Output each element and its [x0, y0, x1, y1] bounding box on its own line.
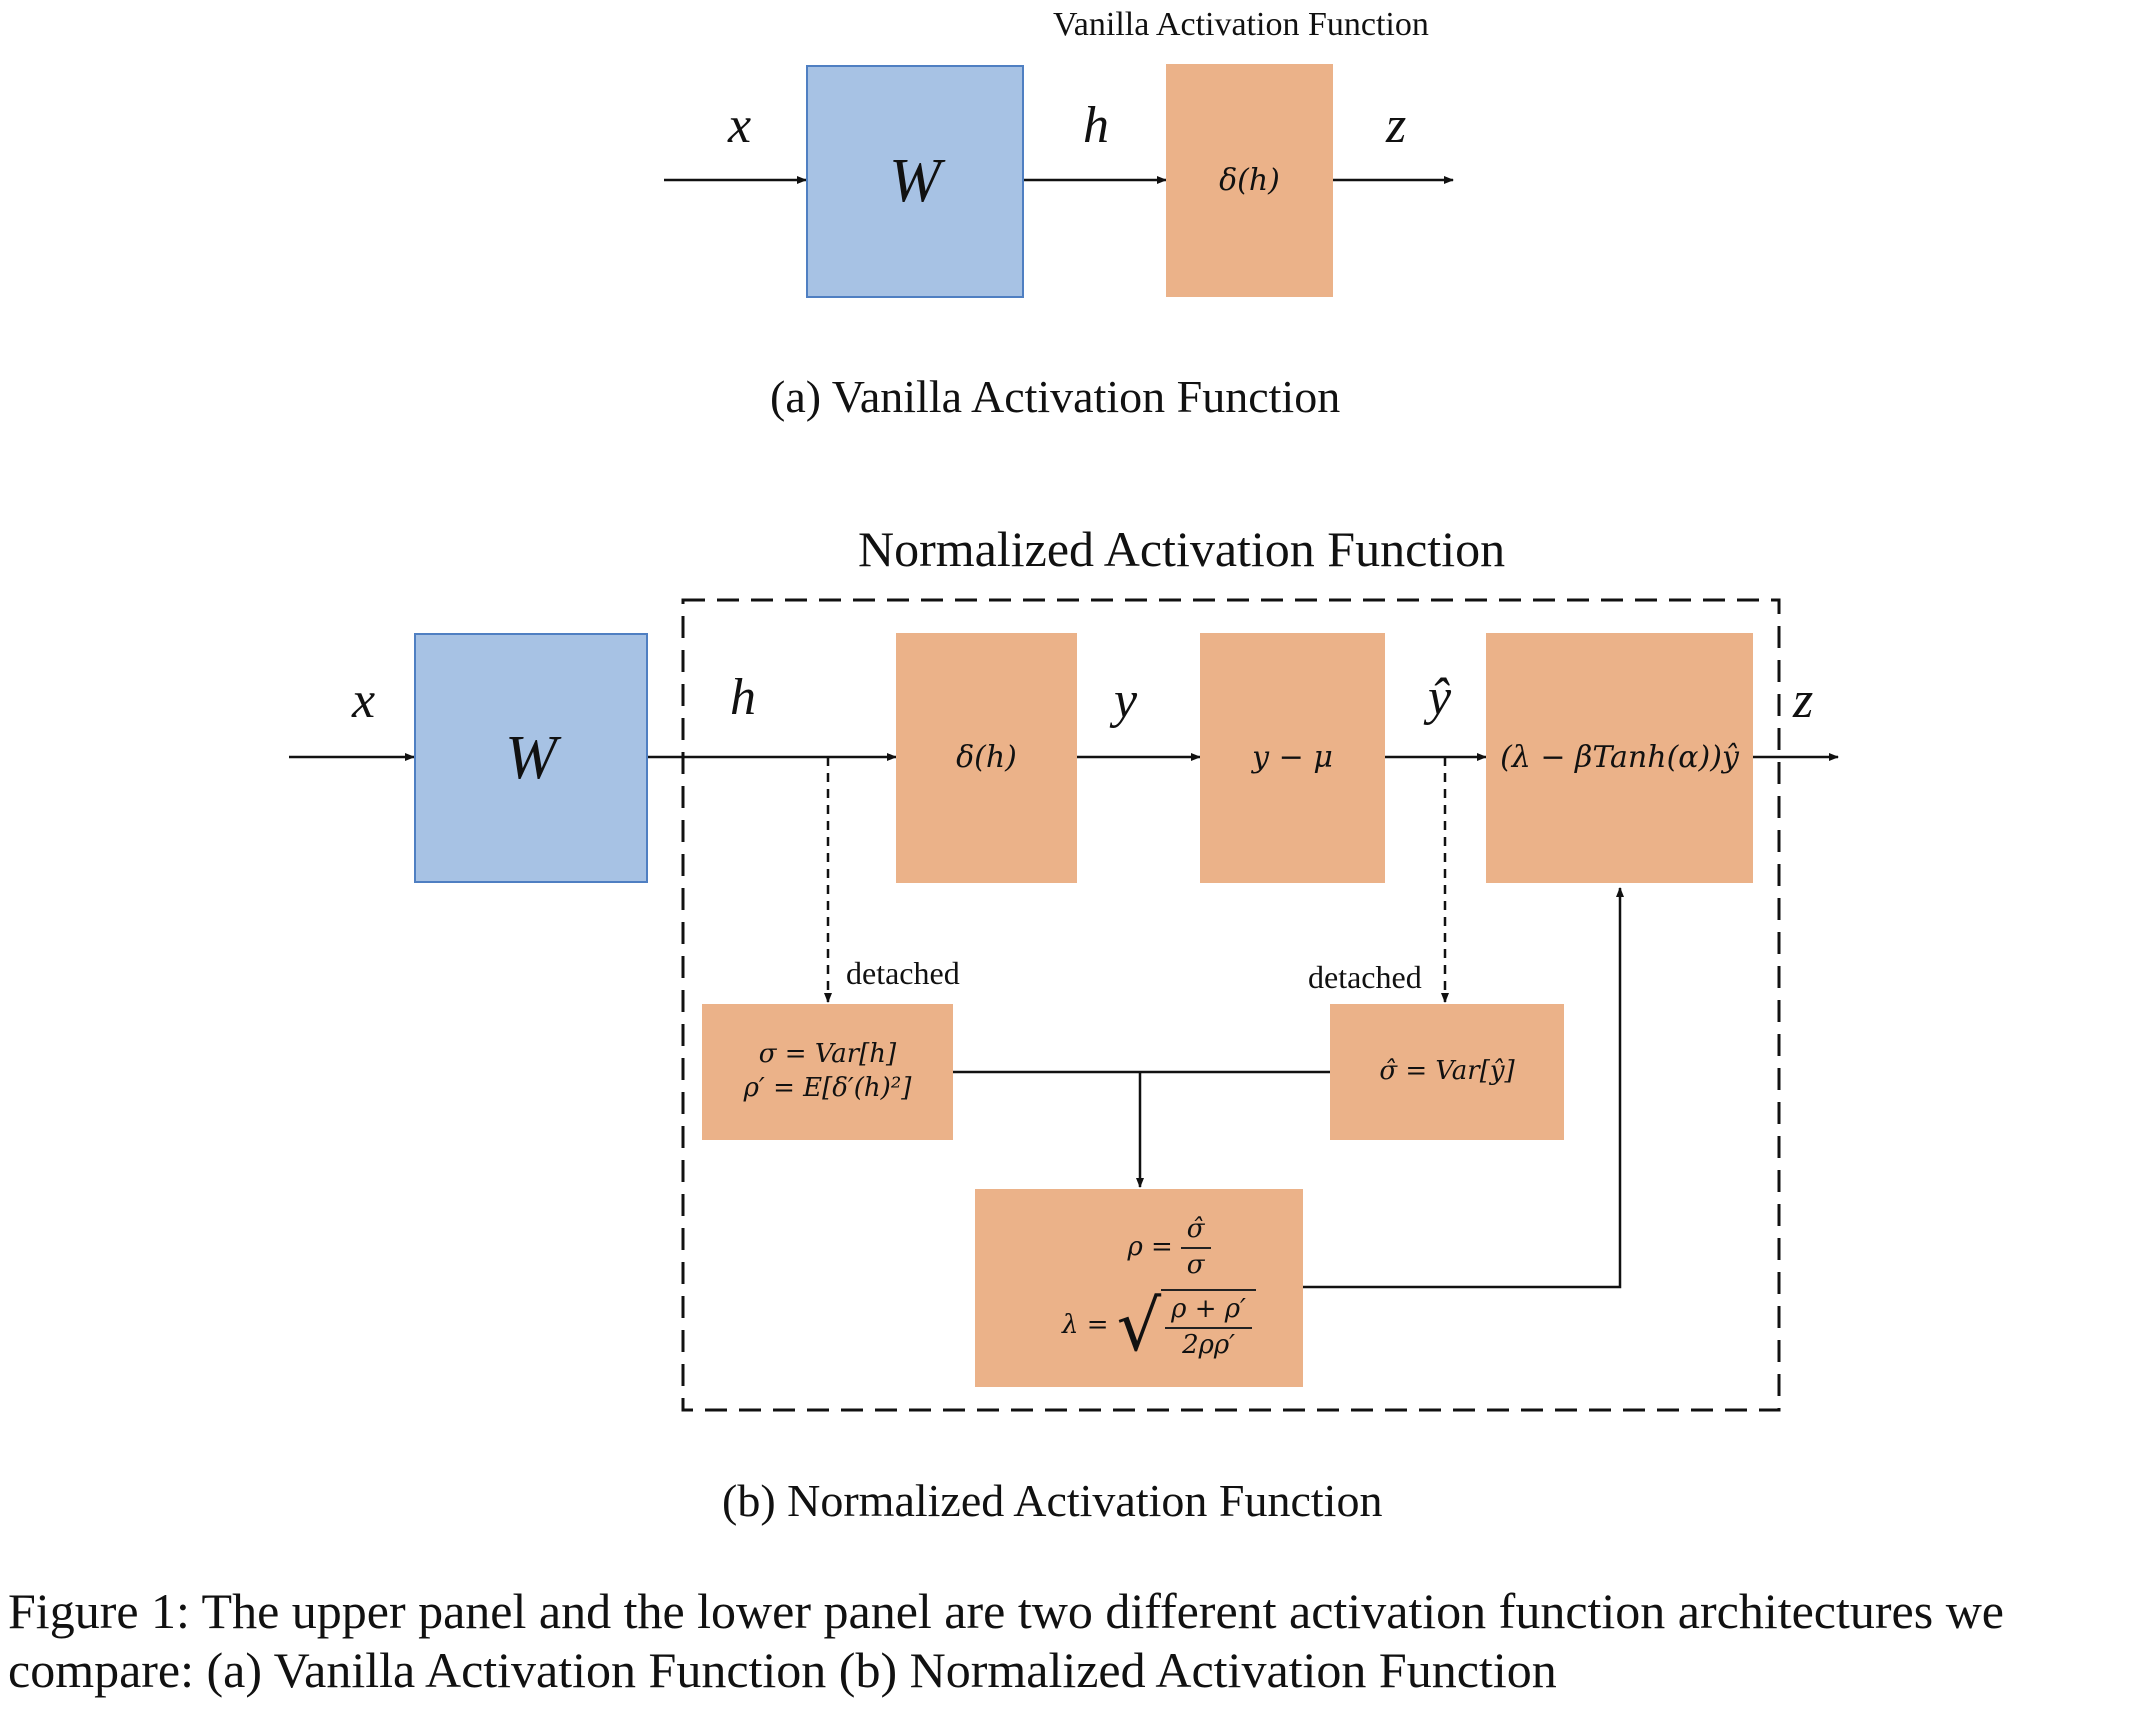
panel-a-output-label: z	[1386, 97, 1407, 154]
normalized-frame	[681, 598, 1781, 1412]
panel-b-center-block: y − μ	[1200, 633, 1385, 883]
sqrt-sign-icon: √	[1116, 1284, 1162, 1367]
panel-b-activated-label: y	[1114, 672, 1138, 729]
panel-a-activation-label: δ(h)	[1219, 162, 1280, 198]
panel-a-weight-label: W	[889, 147, 941, 215]
panel-b-center-label: y − μ	[1252, 740, 1333, 776]
lambda-sqrt: √ ρ + ρ′ 2ρρ′	[1117, 1289, 1256, 1363]
panel-b-input-label: x	[352, 672, 376, 729]
detached-label-left: detached	[846, 955, 960, 991]
panel-a-activation-block: δ(h)	[1166, 64, 1333, 297]
stats-variance-h: σ = Var[h]	[758, 1039, 897, 1070]
panel-a-hidden-label: h	[1083, 97, 1109, 154]
detached-label-right: detached	[1308, 959, 1422, 995]
panel-b-weight-label: W	[505, 723, 557, 792]
panel-b-output-label: z	[1793, 672, 1814, 729]
panel-a-caption: (a) Vanilla Activation Function	[770, 371, 1341, 422]
figure-caption-line1: Figure 1: The upper panel and the lower …	[8, 1583, 2004, 1639]
rho-fraction: σ̂ σ	[1180, 1213, 1211, 1283]
stats-block-right: σ̂ = Var[ŷ]	[1330, 1004, 1564, 1140]
rho-denominator: σ	[1186, 1250, 1205, 1281]
arrow-lambda-to-scale	[1303, 887, 1624, 1289]
lambda-block: ρ = σ̂ σ λ = √ ρ + ρ′ 2ρρ′	[975, 1189, 1303, 1387]
panel-b-scale-block: (λ − βTanh(α))ŷ	[1486, 633, 1753, 883]
stats-variance-yhat: σ̂ = Var[ŷ]	[1379, 1056, 1515, 1087]
figure-caption: Figure 1: The upper panel and the lower …	[8, 1582, 2004, 1700]
lambda-fraction: ρ + ρ′ 2ρρ′	[1161, 1289, 1256, 1363]
rho-equation: ρ = σ̂ σ	[1127, 1213, 1211, 1283]
lambda-lhs: λ =	[1062, 1309, 1109, 1340]
panel-b-caption: (b) Normalized Activation Function	[722, 1475, 1383, 1526]
lambda-numerator: ρ + ρ′	[1165, 1293, 1252, 1329]
figure-caption-line2: compare: (a) Vanilla Activation Function…	[8, 1642, 1557, 1698]
panel-b-activation-block: δ(h)	[896, 633, 1077, 883]
rho-numerator: σ̂	[1180, 1213, 1211, 1250]
panel-a-input-label: x	[728, 97, 752, 154]
panel-a-weight-block: W	[806, 65, 1024, 298]
panel-b-scale-label: (λ − βTanh(α))ŷ	[1500, 740, 1739, 776]
lambda-equation: λ = √ ρ + ρ′ 2ρρ′	[1062, 1289, 1256, 1363]
panel-b-activation-label: δ(h)	[956, 740, 1017, 776]
panel-b-hidden-label: h	[730, 669, 756, 726]
panel-b-title: Normalized Activation Function	[858, 521, 1506, 577]
stats-rho-prime: ρ′ = E[δ′(h)²]	[743, 1073, 912, 1103]
rho-lhs: ρ =	[1127, 1232, 1173, 1263]
stats-block-left: σ = Var[h] ρ′ = E[δ′(h)²]	[702, 1004, 953, 1140]
panel-b-centered-label: ŷ	[1428, 669, 1452, 726]
panel-a-title: Vanilla Activation Function	[1053, 6, 1429, 43]
lambda-denominator: 2ρρ′	[1182, 1329, 1236, 1360]
panel-b-weight-block: W	[414, 633, 648, 883]
